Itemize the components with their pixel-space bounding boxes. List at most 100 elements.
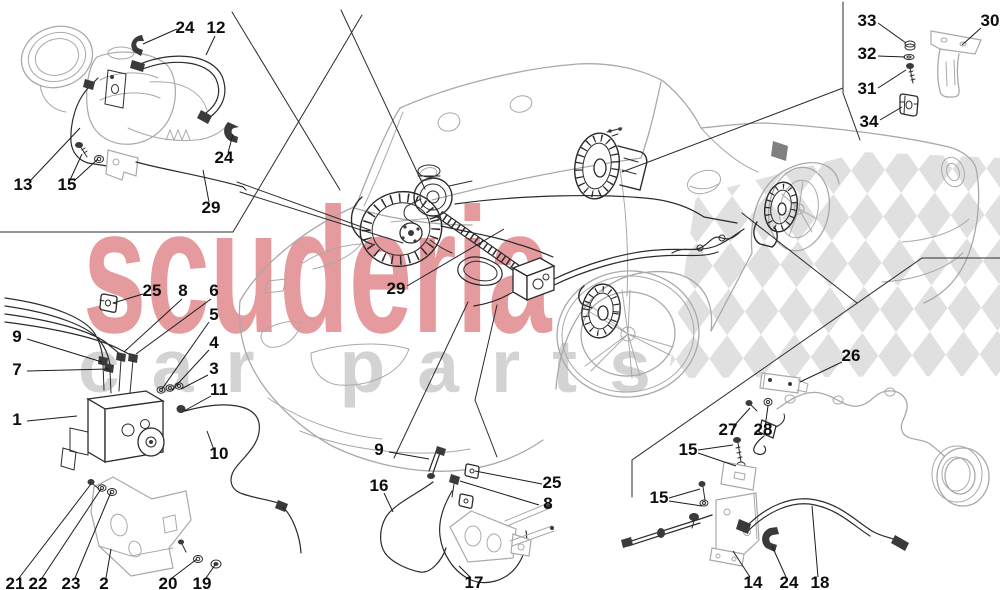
callout-leader-line — [30, 127, 81, 181]
callout-label-28: 28 — [754, 420, 773, 439]
callout-label-15: 15 — [650, 488, 669, 507]
callout-leader-line — [227, 133, 234, 154]
callout-label-27: 27 — [719, 420, 738, 439]
callout-label-22: 22 — [29, 574, 48, 590]
callout-leader-line — [406, 228, 505, 287]
clip-24-icon — [762, 527, 779, 552]
callout-label-25: 25 — [143, 281, 162, 300]
clip-24-icon — [224, 122, 239, 143]
callout-label-3: 3 — [209, 359, 218, 378]
callout-label-16: 16 — [370, 476, 389, 495]
callout-leader-line — [26, 415, 78, 422]
callout-label-9: 9 — [374, 440, 383, 459]
callout-leader-line — [206, 430, 215, 451]
callout-leader-line — [183, 395, 212, 412]
callout-leader-line — [771, 545, 787, 578]
callout-leader-line — [41, 488, 102, 579]
callout-leader-line — [205, 35, 216, 56]
callout-label-33: 33 — [858, 11, 877, 30]
callout-label-20: 20 — [159, 574, 178, 590]
callout-leader-line — [459, 480, 540, 506]
brake-booster — [403, 164, 473, 227]
callout-label-15: 15 — [58, 175, 77, 194]
callout-label-5: 5 — [209, 305, 218, 324]
callout-label-17: 17 — [465, 573, 484, 590]
watermark-title-text: scuderia — [83, 171, 553, 370]
rear-right-brake-disc — [753, 181, 799, 248]
watermark-subtitle: car parts — [78, 324, 683, 408]
callout-leader-line — [202, 169, 210, 203]
detail-group-bracket — [899, 30, 982, 117]
callout-label-4: 4 — [209, 333, 219, 352]
brake-pipes — [436, 194, 745, 307]
callout-leader-line — [732, 407, 751, 428]
callout-leader-line — [732, 550, 751, 578]
locator-lines — [0, 1, 1000, 498]
callout-label-10: 10 — [210, 444, 229, 463]
callout-leader-line — [877, 22, 907, 44]
callout-label-15: 15 — [679, 440, 698, 459]
callout-label-12: 12 — [207, 18, 226, 37]
callout-label-26: 26 — [842, 346, 861, 365]
callout-label-34: 34 — [860, 112, 879, 131]
callout-leader-line — [69, 153, 83, 181]
callout-leader-line — [388, 451, 430, 460]
callout-leader-line — [668, 500, 703, 507]
callout-label-14: 14 — [744, 573, 763, 590]
callout-leader-line — [697, 452, 737, 467]
callout-label-32: 32 — [858, 44, 877, 63]
side-intake — [771, 141, 788, 161]
callout-leader-line — [799, 361, 843, 383]
callout-leader-line — [142, 28, 178, 45]
callout-leader-line — [112, 293, 144, 304]
detail-group-sensor-hose — [621, 372, 990, 567]
checkered-flag-pattern — [668, 152, 1000, 378]
callout-label-19: 19 — [193, 574, 212, 590]
callout-leader-line — [205, 564, 216, 579]
hydraulic-unit-on-car — [511, 257, 556, 302]
callout-leader-line — [877, 69, 907, 89]
clip-34-icon — [899, 93, 919, 117]
rear-left-brake-disc — [574, 127, 648, 200]
callout-label-24: 24 — [215, 148, 234, 167]
callout-leader-line — [383, 492, 394, 513]
callout-label-24: 24 — [780, 573, 799, 590]
callout-label-9: 9 — [12, 327, 21, 346]
callout-leader-line — [74, 491, 112, 579]
callout-leader-line — [879, 106, 903, 121]
detail-group-master-cylinder — [20, 25, 247, 191]
callout-label-11: 11 — [210, 380, 228, 399]
clip-25-icon — [464, 463, 480, 479]
callout-label-25: 25 — [543, 473, 562, 492]
watermark-subtitle-text: car parts — [78, 324, 683, 408]
detail-group-hydraulic-unit — [4, 293, 302, 577]
brake-system-on-car — [350, 127, 799, 339]
watermark-title: scuderia — [83, 171, 553, 370]
callout-leader-line — [73, 158, 99, 182]
callout-leader-line — [18, 483, 92, 579]
callout-label-30: 30 — [981, 11, 1000, 30]
callout-leader-line — [171, 558, 198, 579]
callout-label-29: 29 — [387, 279, 406, 298]
callout-leader-line — [811, 505, 819, 578]
callout-label-24: 24 — [176, 18, 195, 37]
callout-leader-line — [697, 444, 734, 451]
sensor-tone-ring — [931, 445, 990, 507]
front-left-brake-disc — [350, 191, 453, 267]
clip-25-icon — [99, 293, 118, 313]
clip-8-icon — [458, 493, 474, 509]
callout-label-8: 8 — [543, 494, 552, 513]
callout-label-21: 21 — [6, 574, 25, 590]
callout-leader-line — [105, 548, 112, 579]
callout-leader-line — [764, 405, 769, 428]
callout-leader-line — [161, 321, 210, 390]
front-wheel-disc — [578, 283, 621, 339]
callout-label-23: 23 — [62, 574, 81, 590]
callout-leader-line — [474, 470, 543, 485]
callout-leader-line — [877, 55, 906, 58]
callout-label-6: 6 — [209, 281, 218, 300]
callout-label-7: 7 — [12, 360, 21, 379]
detail-group-pipes — [380, 446, 555, 584]
